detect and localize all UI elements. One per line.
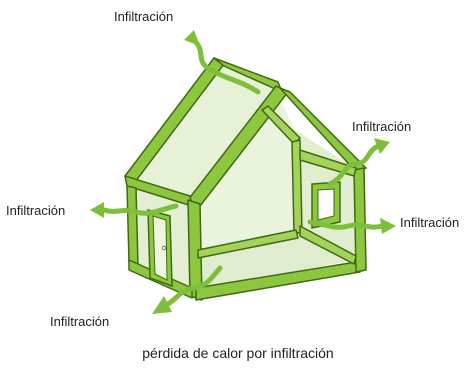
beam-post-corner (187, 199, 203, 301)
label-infiltration-right-top: Infiltración (352, 119, 412, 134)
door-icon (147, 209, 173, 288)
curved-arrow-icon (327, 138, 390, 187)
curved-arrow-icon (152, 265, 223, 314)
beam-post-back (353, 167, 367, 273)
side-wall (190, 90, 300, 252)
beam-interior-floor (197, 229, 299, 259)
label-infiltration-right-bottom: Infiltración (400, 215, 460, 230)
house-frame (124, 57, 367, 301)
beam-post-left (126, 185, 139, 267)
label-infiltration-left: Infiltración (6, 203, 66, 218)
beam-roof-back (279, 87, 367, 173)
front-gable-wall (128, 62, 276, 200)
curved-arrow-icon (307, 218, 396, 234)
beam-interior-diag (261, 105, 301, 145)
label-infiltration-top: Infiltración (114, 9, 174, 24)
window-icon (311, 181, 341, 229)
label-infiltration-bottom-left: Infiltración (50, 314, 110, 329)
arrows (90, 30, 396, 314)
beam-interior-back (299, 225, 357, 265)
curved-arrow-icon (184, 30, 261, 95)
beam-side-bottom (195, 261, 361, 301)
beam-interior-mid (299, 149, 357, 177)
caption: pérdida de calor por infiltración (142, 345, 334, 361)
curved-arrow-icon (90, 202, 179, 218)
